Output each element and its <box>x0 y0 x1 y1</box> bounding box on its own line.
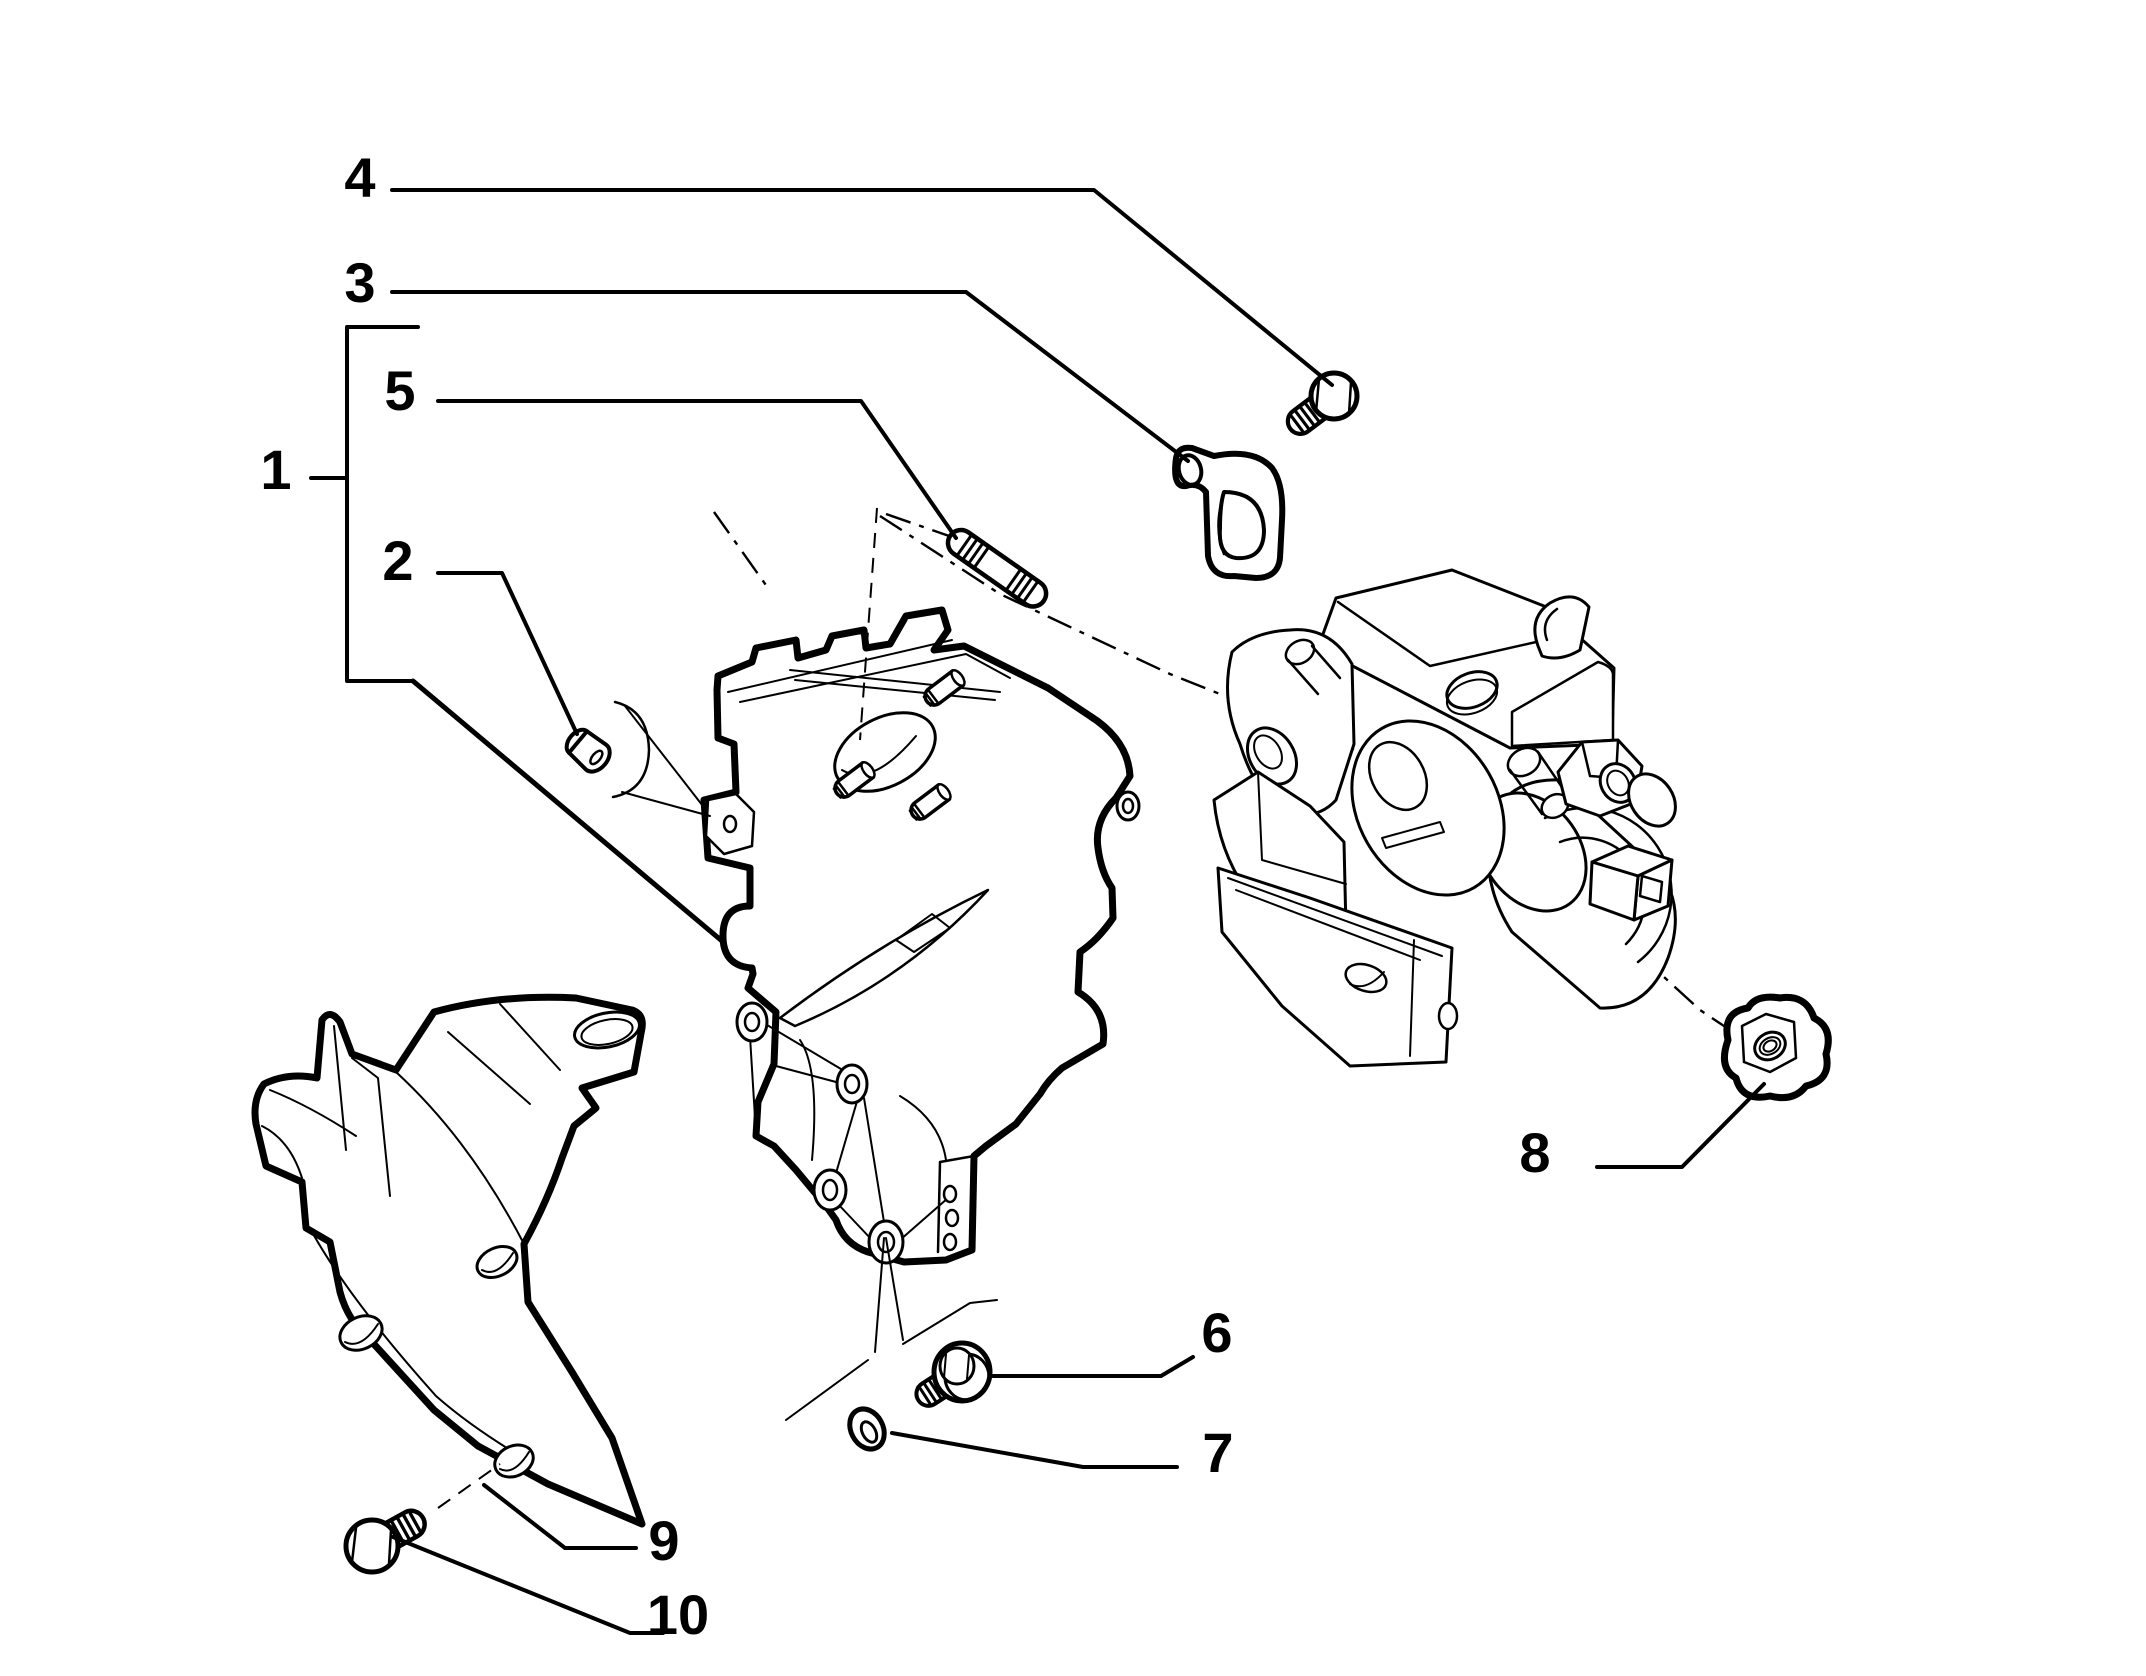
hex-bolt-top <box>1283 370 1360 439</box>
callout-6: 6 <box>991 1301 1233 1378</box>
leader-line-5 <box>436 399 958 540</box>
leader-line-7 <box>890 1431 1179 1469</box>
hex-bolt-bottom <box>343 1463 501 1575</box>
callout-7: 7 <box>890 1421 1234 1484</box>
callout-number-2: 2 <box>382 529 413 592</box>
callout-5: 5 <box>384 359 958 540</box>
leader-line-6 <box>991 1355 1195 1378</box>
callout-9: 9 <box>482 1483 680 1572</box>
group-bracket-1 <box>309 325 420 683</box>
group-pointer-1 <box>410 678 725 944</box>
brace <box>611 700 651 799</box>
callout-number-10: 10 <box>647 1583 709 1646</box>
callout-4: 4 <box>344 146 1334 387</box>
injection-pump <box>1212 568 1677 1068</box>
callout-number-7: 7 <box>1202 1421 1233 1484</box>
callout-number-9: 9 <box>648 1509 679 1572</box>
pump-hex-fitting <box>1556 738 1644 818</box>
leader-line-3 <box>390 290 1190 463</box>
washer <box>847 1406 887 1452</box>
callout-number-5: 5 <box>384 359 415 422</box>
leader-line-10 <box>391 1535 665 1635</box>
heat-shield-outline <box>251 993 646 1528</box>
callout-number-8: 8 <box>1519 1121 1550 1184</box>
callout-10: 10 <box>391 1535 709 1646</box>
flanged-hex-bolt <box>785 1237 998 1421</box>
heat-shield <box>251 993 646 1528</box>
retaining-bracket <box>1172 444 1286 581</box>
leader-line-2 <box>436 571 579 736</box>
bushing <box>564 700 711 817</box>
leader-line-9 <box>482 1483 638 1550</box>
callout-8: 8 <box>1519 1082 1766 1184</box>
pump-mounting-plate <box>1216 866 1459 1068</box>
timing-cover-outline <box>700 606 1134 1266</box>
leader-line-8 <box>1595 1082 1766 1169</box>
timing-cover <box>700 606 1141 1266</box>
stud <box>945 527 1049 609</box>
callout-number-6: 6 <box>1201 1301 1232 1364</box>
callout-number-4: 4 <box>344 146 375 209</box>
flange-nut <box>1720 993 1832 1102</box>
pump-square-coupling <box>1588 844 1674 922</box>
cover-bolt-bosses <box>735 790 1141 1265</box>
callout-number-1: 1 <box>260 438 291 501</box>
leader-line-4 <box>390 188 1334 387</box>
callout-3: 3 <box>344 251 1190 463</box>
callout-number-3: 3 <box>344 251 375 314</box>
callout-2: 2 <box>382 529 579 736</box>
callout-1: 1 <box>260 325 725 944</box>
